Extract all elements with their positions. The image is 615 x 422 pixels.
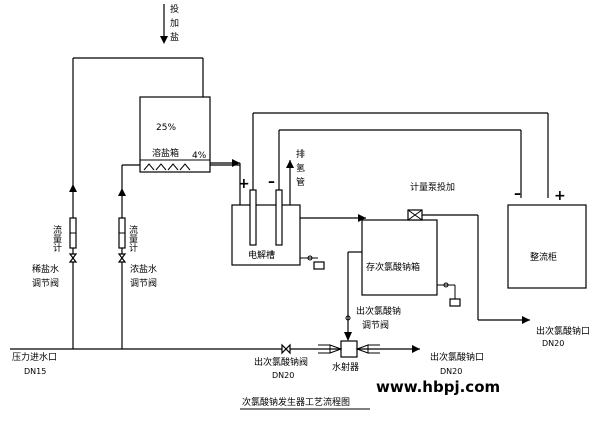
hypo-outlet-valve-label-2: 调节阀 — [362, 320, 389, 331]
hypo-outlet-right-size: DN20 — [542, 339, 564, 348]
plus-left: + — [238, 176, 250, 192]
rectifier-label: 整流柜 — [530, 251, 557, 263]
dilute-valve-label-2: 调节阀 — [32, 278, 59, 289]
dilute-valve: 稀盐水 调节阀 — [32, 253, 78, 289]
hypo-storage-tank-label: 存次氯酸钠箱 — [366, 261, 420, 273]
brine-tank-conc-25: 25% — [156, 123, 176, 133]
electrolyzer: + – 电解槽 排 氢 管 — [231, 148, 366, 270]
minus-left: – — [268, 174, 275, 190]
ejector: 水射器 — [318, 340, 380, 373]
hypo-outlet-bottom-size: DN20 — [440, 367, 462, 376]
hydrogen-vent-label-1: 排 — [296, 148, 305, 160]
minus-right: – — [514, 186, 521, 202]
ejector-label: 水射器 — [332, 361, 359, 373]
diagram-title: 次氯酸钠发生器工艺流程图 — [242, 396, 350, 408]
hypo-valve-bottom: 出次氯酸钠阀 DN20 — [254, 343, 308, 380]
hydrogen-vent-label-2: 氢 — [296, 162, 305, 174]
salt-feed: 投 加 盐 — [160, 3, 179, 44]
hypo-outlet-valve-label-1: 出次氯酸钠 — [356, 305, 401, 317]
hypo-outlet-bottom-label: 出次氯酸钠口 — [430, 351, 484, 363]
brine-tank: 25% 溶盐箱 4% — [139, 96, 211, 173]
hypo-storage-tank: 存次氯酸钠箱 计量泵投加 — [344, 181, 530, 341]
electrolyzer-label: 电解槽 — [248, 249, 275, 261]
rectifier-cabinet: – + 整流柜 — [507, 186, 587, 289]
flowmeter-2-label: 流量计 — [127, 224, 138, 253]
salt-feed-label-2: 加 — [170, 18, 179, 29]
brine-tank-name: 溶盐箱 — [152, 147, 179, 159]
hydrogen-vent-label-3: 管 — [296, 176, 305, 188]
dilute-valve-label-1: 稀盐水 — [32, 263, 59, 275]
brine-tank-conc-4: 4% — [192, 151, 207, 161]
salt-feed-label-3: 盐 — [170, 31, 179, 43]
hypo-outlet-right-label: 出次氯酸钠口 — [536, 325, 590, 337]
flowmeter-1-label: 流量计 — [51, 224, 62, 253]
dosing-pump-label: 计量泵投加 — [410, 181, 455, 193]
plus-right: + — [554, 188, 566, 204]
hypo-valve-bottom-size: DN20 — [272, 371, 294, 380]
concentrated-valve-label-2: 调节阀 — [130, 278, 157, 289]
pressure-inlet-label: 压力进水口 — [12, 351, 57, 363]
flowmeter-1: 流量计 — [51, 217, 77, 253]
pressure-inlet-size: DN15 — [24, 367, 46, 376]
power-wiring — [252, 112, 549, 198]
flowmeter-2: 流量计 — [118, 217, 138, 253]
concentrated-valve: 浓盐水 调节阀 — [117, 253, 157, 289]
hypo-valve-bottom-label: 出次氯酸钠阀 — [254, 356, 308, 368]
watermark: www.hbpj.com — [376, 378, 500, 396]
concentrated-valve-label-1: 浓盐水 — [130, 263, 157, 275]
salt-feed-label-1: 投 — [170, 3, 179, 15]
